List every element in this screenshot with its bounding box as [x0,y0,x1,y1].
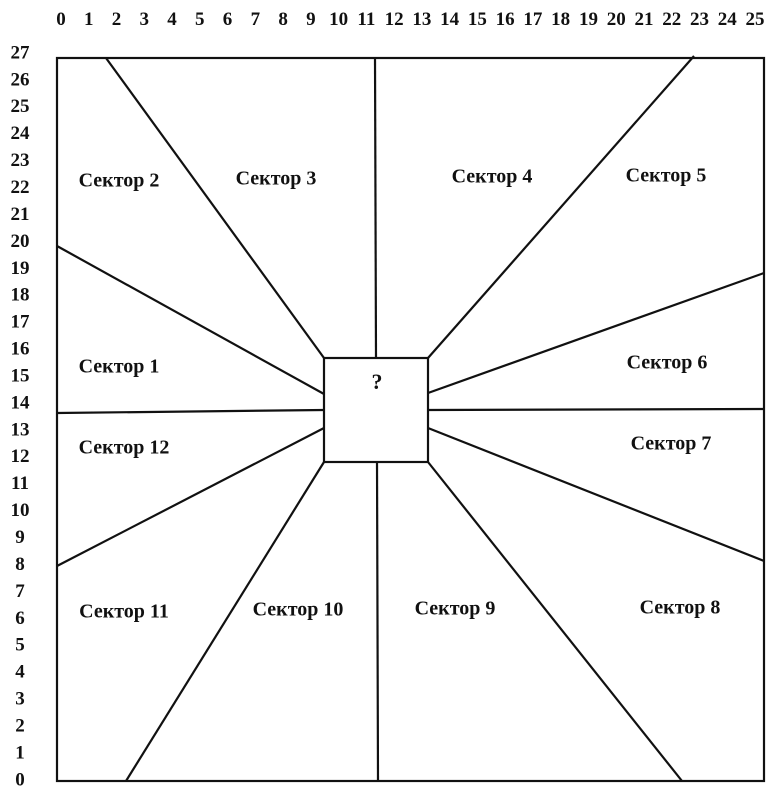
divider-9-10 [375,461,380,782]
x-tick-label: 3 [140,9,150,30]
sector-labels: Сектор 1 Сектор 2 Сектор 3 Сектор 4 Сектор 5… [79,165,721,623]
y-tick-label: 25 [11,96,30,117]
y-tick-label: 13 [11,419,30,440]
y-tick-label: 15 [11,365,30,386]
sector-label-6: Сектор 6 [627,352,708,374]
x-tick-label: 24 [718,9,738,30]
sector-label-7: Сектор 7 [631,433,712,455]
divider-4-5 [427,55,695,359]
x-tick-label: 7 [251,9,261,30]
y-tick-label: 2 [15,716,25,737]
x-tick-label: 8 [278,9,288,30]
x-tick-label: 22 [662,9,681,30]
x-tick-label: 25 [746,9,765,30]
y-tick-label: 17 [11,312,31,333]
sector-label-12: Сектор 12 [79,437,170,459]
y-tick-label: 0 [15,769,25,790]
x-tick-label: 6 [223,9,233,30]
x-tick-label: 18 [551,9,570,30]
x-tick-label: 14 [440,9,460,30]
x-tick-label: 10 [329,9,348,30]
sector-label-2: Сектор 2 [79,170,160,192]
divider-5-6 [427,271,765,395]
y-tick-label: 16 [11,339,30,360]
y-tick-label: 27 [11,42,31,63]
y-tick-label: 11 [11,473,29,494]
divider-3-4 [373,57,378,359]
divider-7-8 [427,426,765,563]
x-tick-label: 2 [112,9,122,30]
x-tick-label: 15 [468,9,487,30]
y-tick-label: 9 [15,527,25,548]
y-tick-label: 5 [15,635,25,656]
sector-label-9: Сектор 9 [415,598,496,620]
y-tick-label: 20 [11,231,30,252]
y-tick-label: 18 [11,285,30,306]
x-tick-label: 4 [167,9,177,30]
x-tick-label: 5 [195,9,205,30]
y-tick-label: 14 [11,392,31,413]
divider-8-9 [427,461,683,782]
sector-label-10: Сектор 10 [253,599,344,621]
sector-label-4: Сектор 4 [452,166,533,188]
x-tick-label: 17 [523,9,543,30]
y-tick-label: 23 [11,150,30,171]
sector-label-8: Сектор 8 [640,597,721,619]
y-tick-label: 19 [11,258,30,279]
divider-6-7 [427,407,765,412]
y-tick-label: 10 [11,500,30,521]
y-tick-label: 8 [15,554,25,575]
x-tick-label: 16 [496,9,515,30]
y-axis-ticks: 2726252423222120191817161514131211109876… [11,42,31,790]
divider-2-3 [105,57,325,359]
y-tick-label: 21 [11,204,30,225]
y-tick-label: 1 [15,742,25,763]
y-tick-label: 4 [15,662,25,683]
y-tick-label: 12 [11,446,30,467]
divider-10-11 [125,461,325,782]
sector-label-11: Сектор 11 [79,601,169,623]
x-tick-label: 21 [634,9,653,30]
sector-label-3: Сектор 3 [236,168,317,190]
sector-label-5: Сектор 5 [626,165,707,187]
x-tick-label: 1 [84,9,94,30]
x-tick-label: 11 [357,9,375,30]
y-tick-label: 3 [15,689,25,710]
divider-1-2 [56,245,325,395]
x-tick-label: 20 [607,9,626,30]
outer-frame [55,56,766,783]
x-tick-label: 0 [56,9,66,30]
x-tick-label: 12 [385,9,404,30]
x-tick-label: 9 [306,9,316,30]
x-tick-label: 13 [412,9,431,30]
y-tick-label: 24 [11,123,31,144]
divider-12-1 [56,408,325,415]
sector-label-1: Сектор 1 [79,356,160,378]
x-tick-label: 23 [690,9,709,30]
x-tick-label: 19 [579,9,598,30]
center-question-mark: ? [372,369,383,394]
y-tick-label: 22 [11,177,30,198]
divider-11-12 [56,427,325,567]
y-tick-label: 26 [11,69,30,90]
sector-divider-lines [56,55,765,782]
y-tick-label: 6 [15,608,25,629]
y-tick-label: 7 [15,581,25,602]
